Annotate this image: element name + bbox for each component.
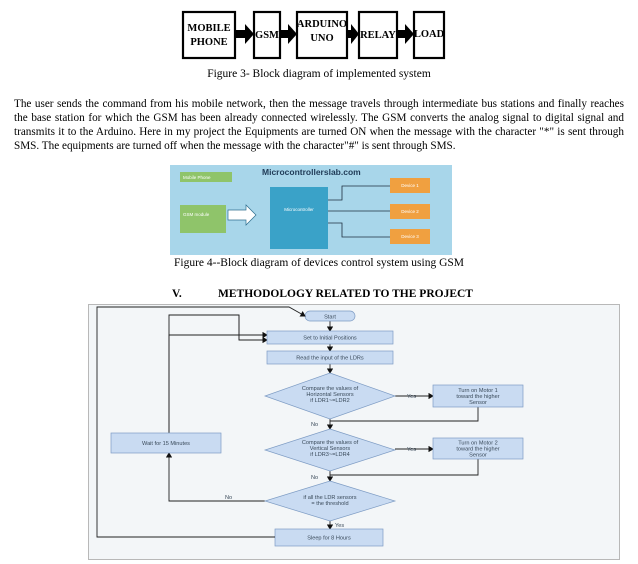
figure-3: MOBILE PHONE GSM ARDUINO UNO RELAY LOAD … bbox=[0, 0, 638, 84]
figure-4-site-title: Microcontrollerslab.com bbox=[262, 167, 361, 177]
initial-positions-step bbox=[266, 330, 394, 345]
block-mobile-phone-line1: MOBILE bbox=[187, 23, 230, 34]
mobile-phone-block: Mobile Phone bbox=[180, 172, 232, 182]
motor-2-line-3: Sensor bbox=[469, 453, 487, 459]
decision-3-no: No bbox=[225, 495, 232, 501]
decision-2-yes: Yes bbox=[407, 447, 416, 453]
decision-2-line-2: Vertical Sensors bbox=[310, 446, 351, 452]
block-mobile-phone-line2: PHONE bbox=[190, 37, 227, 48]
device-3-block: Device 3 bbox=[390, 229, 430, 244]
gsm-module-block: GSM module bbox=[180, 205, 226, 233]
arrow-4 bbox=[397, 24, 414, 44]
start-label: Start bbox=[324, 315, 336, 321]
decision-1-line-3: if LDR1~=LDR2 bbox=[310, 398, 350, 404]
horizontal-compare-decision bbox=[263, 372, 397, 420]
motor-2-line-2: toward the higher bbox=[456, 447, 499, 453]
block-diagram-implemented-system: MOBILE PHONE GSM ARDUINO UNO RELAY LOAD bbox=[181, 10, 446, 60]
motor-1-line-3: Sensor bbox=[469, 400, 487, 406]
device-1-block: Device 1 bbox=[390, 178, 430, 193]
decision-1-yes: Yes bbox=[407, 394, 416, 400]
block-gsm-label: GSM bbox=[255, 30, 279, 41]
decision-1-line-1: Compare the values of bbox=[302, 386, 359, 392]
decision-3-yes: Yes bbox=[335, 523, 344, 529]
wait-label: Wait for 15 Minutes bbox=[142, 441, 190, 447]
arrow-2 bbox=[280, 24, 297, 44]
initial-positions-label: Set to Initial Positions bbox=[303, 336, 357, 342]
vertical-compare-decision bbox=[263, 428, 397, 472]
threshold-decision bbox=[263, 480, 397, 522]
read-ldr-step bbox=[266, 350, 394, 365]
decision-2-line-3: if LDR3~=LDR4 bbox=[310, 452, 350, 458]
body-paragraph: The user sends the command from his mobi… bbox=[14, 98, 624, 152]
device-2-block: Device 2 bbox=[390, 204, 430, 219]
motor-1-step bbox=[432, 384, 524, 408]
block-arduino-uno bbox=[295, 10, 349, 60]
microcontroller-block: Microcontroller bbox=[270, 187, 328, 249]
read-ldr-label: Read the input of the LDRs bbox=[296, 356, 364, 362]
motor-2-step bbox=[432, 437, 524, 460]
decision-3-line-1: if all the LDR sensors bbox=[303, 495, 356, 501]
block-load bbox=[412, 10, 446, 60]
decision-3-line-2: = the threshold bbox=[311, 501, 348, 507]
motor-2-line-1: Turn on Motor 2 bbox=[458, 441, 498, 447]
motor-1-line-1: Turn on Motor 1 bbox=[458, 388, 498, 394]
decision-1-no: No bbox=[311, 422, 318, 428]
decision-1-line-2: Horizontal Sensors bbox=[306, 392, 353, 398]
figure-4-diagram: Microcontrollerslab.com Mobile Phone GSM… bbox=[170, 165, 452, 255]
figure-3-caption: Figure 3- Block diagram of implemented s… bbox=[207, 68, 431, 80]
methodology-flowchart: Start Set to Initial Positions Read the … bbox=[88, 304, 620, 560]
wait-step bbox=[110, 432, 222, 454]
arrow-1 bbox=[235, 24, 254, 44]
block-relay bbox=[357, 10, 399, 60]
block-relay-label: RELAY bbox=[360, 30, 396, 41]
decision-2-no: No bbox=[311, 475, 318, 481]
motor-1-line-2: toward the higher bbox=[456, 394, 499, 400]
section-title: METHODOLOGY RELATED TO THE PROJECT bbox=[218, 288, 473, 300]
figure-4-caption: Figure 4--Block diagram of devices contr… bbox=[173, 257, 464, 269]
block-mobile-phone bbox=[181, 10, 237, 60]
sleep-step bbox=[274, 528, 384, 547]
sleep-label: Sleep for 8 Hours bbox=[307, 536, 351, 542]
figure-4-connectors bbox=[227, 185, 390, 238]
arrow-3 bbox=[347, 24, 359, 44]
decision-2-line-1: Compare the values of bbox=[302, 440, 359, 446]
block-arduino-line1: ARDUINO bbox=[297, 19, 347, 30]
block-load-label: LOAD bbox=[414, 29, 445, 40]
block-gsm bbox=[252, 10, 282, 60]
flowchart-canvas: Start Set to Initial Positions Read the … bbox=[96, 306, 524, 547]
block-arduino-line2: UNO bbox=[310, 33, 333, 44]
section-number: V. bbox=[172, 288, 182, 300]
